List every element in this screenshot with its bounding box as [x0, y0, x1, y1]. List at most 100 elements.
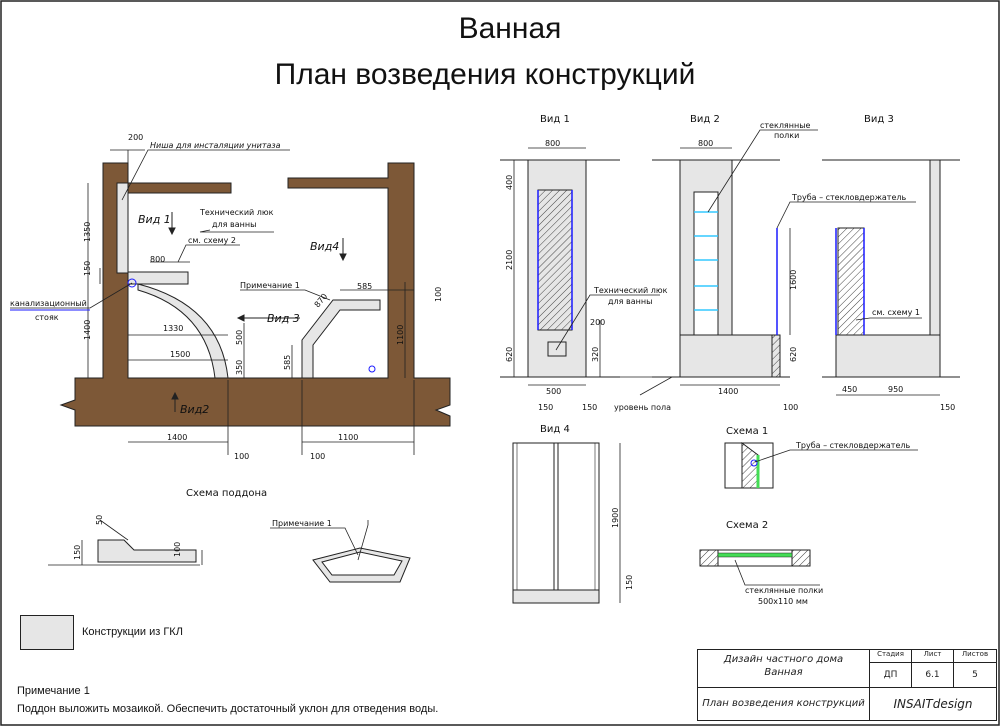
stamp-room: Ванная	[764, 667, 803, 678]
v4-dim-1900: 1900	[611, 508, 620, 528]
plan-title: План возведения конструкций	[274, 58, 696, 91]
stamp-project: Дизайн частного дома	[723, 654, 844, 665]
v2-dim-100: 100	[783, 403, 798, 412]
v1-hatch-label: Технический люк	[593, 286, 668, 295]
dim-200: 200	[128, 133, 143, 142]
view-3: 450 950 150 см. схему 1 Вид 3	[822, 114, 960, 412]
v1-dim-800: 800	[545, 139, 560, 148]
dim-100c: 100	[310, 452, 325, 461]
stamp-stage: ДП	[870, 663, 912, 688]
v1-dim-2100: 2100	[505, 250, 514, 270]
hatch-label: Технический люк	[199, 208, 274, 217]
dim-1400h: 1400	[167, 433, 187, 442]
hatch-label-2: для ванны	[212, 220, 256, 229]
view-2: 800 1600 620 1400 100 стеклянные полки Т…	[652, 114, 916, 412]
v2-dim-800: 800	[698, 139, 713, 148]
view-4-title: Вид 4	[540, 424, 570, 435]
tray-curb	[301, 299, 381, 379]
walls	[59, 162, 451, 427]
s2-shelves-label: стеклянные полки	[745, 586, 823, 595]
v1-hatch-label-2: для ванны	[608, 297, 652, 306]
title-block: Дизайн частного дома Ванная Стадия Лист …	[697, 649, 997, 721]
dim-350: 350	[235, 360, 244, 375]
v2-glass-label-2: полки	[774, 131, 799, 140]
dim-1100v: 1100	[396, 325, 405, 345]
tray-scheme: Схема поддона 50 150 100 Примечание 1	[48, 488, 411, 583]
v1-dim-500: 500	[546, 387, 561, 396]
v3-dim-450: 450	[842, 385, 857, 394]
dim-800: 800	[150, 255, 165, 264]
dim-1500: 1500	[170, 350, 190, 359]
v2-dim-1400: 1400	[718, 387, 738, 396]
vid2-arrow-label: Вид2	[180, 403, 209, 416]
note-text: Поддон выложить мозаикой. Обеспечить дос…	[17, 703, 439, 715]
niche-box	[116, 182, 129, 274]
stamp-brand: INSAITdesign	[893, 697, 973, 711]
stamp-project-cell: Дизайн частного дома Ванная	[698, 650, 870, 688]
tray-dim-100: 100	[173, 542, 182, 557]
v1-dim-620: 620	[505, 347, 514, 362]
dim-100a: 100	[234, 452, 249, 461]
stamp-doc: План возведения конструкций	[698, 688, 870, 720]
dim-1400v: 1400	[83, 320, 92, 340]
stamp-sheet: 6.1	[912, 663, 954, 688]
v1-dim-400: 400	[505, 175, 514, 190]
tray-dim-150: 150	[73, 545, 82, 560]
bath-front-curve	[137, 283, 229, 379]
dim-500: 500	[235, 330, 244, 345]
vid4-arrow-label: Вид4	[310, 240, 339, 253]
schema-2-title: Схема 2	[726, 520, 768, 531]
floor-level-label: уровень пола	[614, 403, 671, 412]
view-4: 1900 150 Вид 4	[512, 424, 634, 604]
vid3-arrow-label: Вид 3	[267, 312, 300, 325]
see-s2-label: см. схему 2	[188, 236, 236, 245]
niche-label: Ниша для инсталяции унитаза	[150, 141, 281, 150]
view-1: 800 400 2100 620 200 320 500 150 150 Тех…	[500, 114, 674, 412]
stamp-sheet-h: Лист	[912, 650, 954, 663]
sewer-label-2: стояк	[35, 313, 59, 322]
vid1-arrow-label: Вид 1	[138, 213, 171, 226]
see-s1-label: см. схему 1	[872, 308, 920, 317]
hatch-box	[127, 271, 189, 285]
v1-dim-320: 320	[591, 347, 600, 362]
v1-dim-200: 200	[590, 318, 605, 327]
schema-1: Труба – стекловдержатель Схема 1	[724, 426, 918, 489]
dim-1330: 1330	[163, 324, 183, 333]
dim-1100h: 1100	[338, 433, 358, 442]
sewer-label: канализационный	[10, 299, 87, 308]
sewer-riser	[127, 278, 137, 288]
v3-dim-950: 950	[888, 385, 903, 394]
room-title: Ванная	[458, 12, 562, 45]
schema-2: стеклянные полки 500х110 мм Схема 2	[699, 520, 823, 606]
drain	[368, 365, 376, 373]
v1-dim-150b: 150	[582, 403, 597, 412]
gkl-legend-label: Конструкции из ГКЛ	[82, 626, 183, 638]
tray-dim-50: 50	[95, 515, 104, 525]
v2-dim-1600: 1600	[789, 270, 798, 290]
tray-scheme-title: Схема поддона	[186, 488, 267, 499]
note1-label: Примечание 1	[240, 281, 300, 290]
tube-label: Труба – стекловдержатель	[791, 193, 906, 202]
v4-dim-150: 150	[625, 575, 634, 590]
view-2-title: Вид 2	[690, 114, 720, 125]
v3-dim-150: 150	[940, 403, 955, 412]
schema-1-title: Схема 1	[726, 426, 768, 437]
v2-dim-620: 620	[789, 347, 798, 362]
tray-note-label: Примечание 1	[272, 519, 332, 528]
dim-150: 150	[83, 261, 92, 276]
dim-585a: 585	[283, 355, 292, 370]
v2-glass-label: стеклянные	[760, 121, 811, 130]
gkl-legend-swatch	[20, 615, 74, 650]
view-3-title: Вид 3	[864, 114, 894, 125]
stamp-stage-h: Стадия	[870, 650, 912, 663]
stamp-sheets: 5	[954, 663, 996, 688]
s1-tube-label: Труба – стекловдержатель	[795, 441, 910, 450]
floor-plan: Ниша для инсталяции унитаза Технический …	[10, 133, 451, 461]
dim-1350: 1350	[83, 222, 92, 242]
note-heading: Примечание 1	[17, 685, 90, 697]
stamp-sheets-h: Листов	[954, 650, 996, 663]
dim-100b: 100	[434, 287, 443, 302]
